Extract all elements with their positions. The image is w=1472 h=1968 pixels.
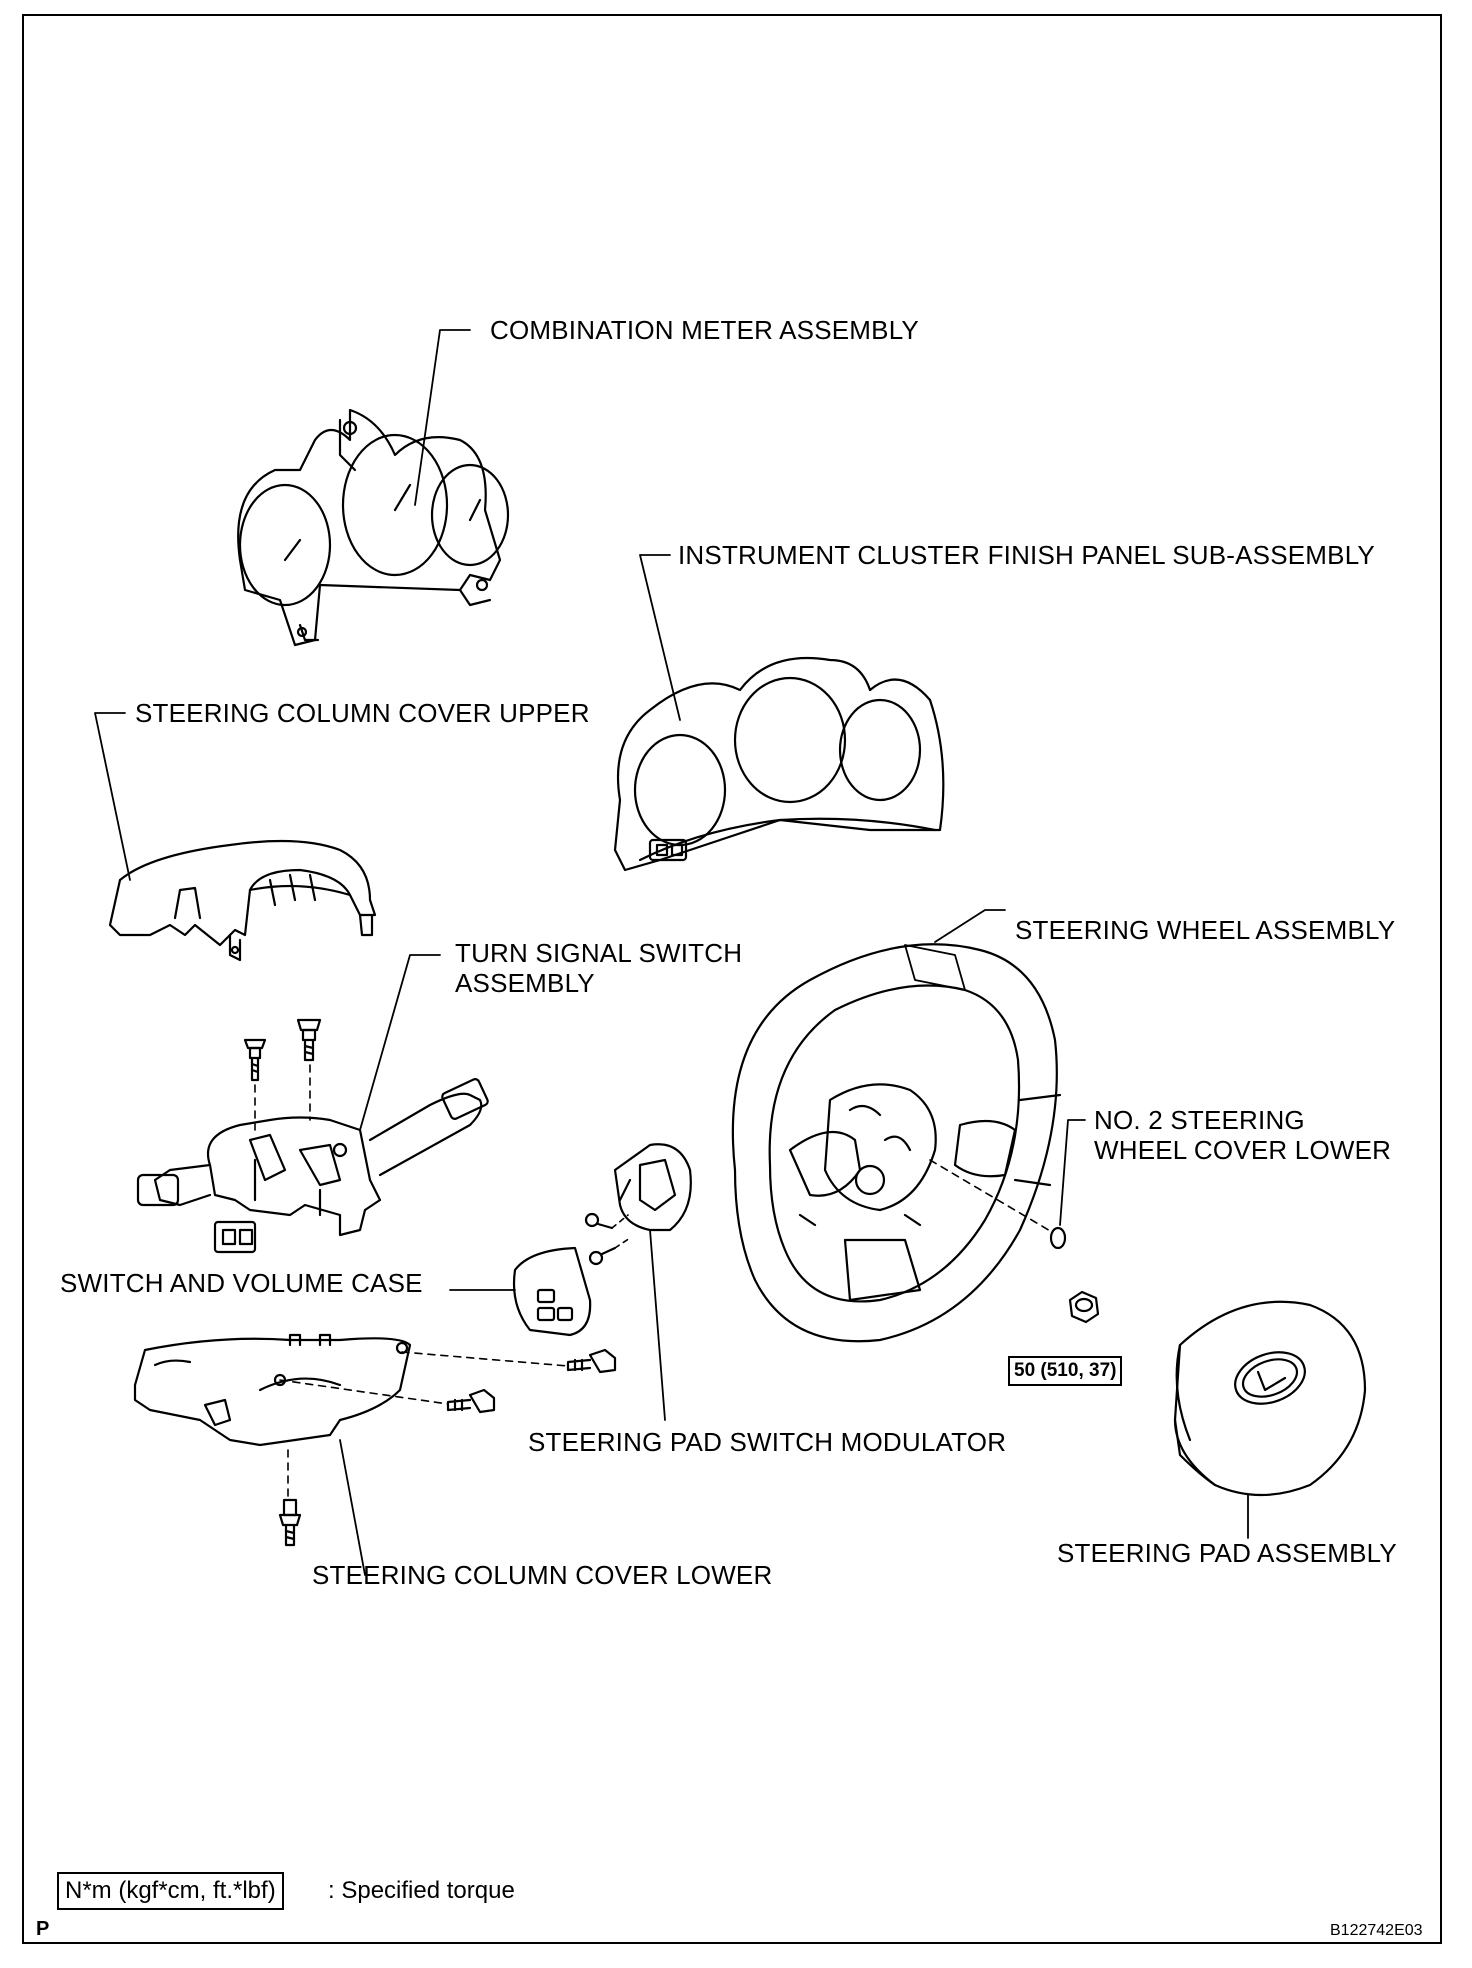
column-cover-upper-drawing	[108, 839, 377, 962]
legend-unit-box: N*m (kgf*cm, ft.*lbf)	[57, 1872, 284, 1910]
figure-code: B122742E03	[1330, 1922, 1423, 1939]
leader-steering-wheel	[934, 909, 1006, 943]
screw-5	[278, 1498, 302, 1547]
label-column-cover-upper: STEERING COLUMN COVER UPPER	[135, 698, 590, 728]
label-combination-meter: COMBINATION METER ASSEMBLY	[490, 315, 919, 345]
column-cover-lower-drawing	[133, 1333, 412, 1447]
leader-column-cover-lower	[339, 1439, 366, 1576]
dashed-guide-lower	[279, 1351, 569, 1499]
screw-1	[243, 1038, 267, 1082]
instrument-cluster-panel-drawing	[613, 656, 945, 872]
torque-spec-box: 50 (510, 37)	[1008, 1356, 1123, 1386]
dashed-guide-modulator	[611, 1214, 631, 1249]
screw-3	[566, 1348, 617, 1374]
screw-4	[446, 1388, 496, 1414]
label-steering-pad: STEERING PAD ASSEMBLY	[1057, 1538, 1397, 1568]
small-screw-1	[584, 1212, 614, 1230]
turn-signal-switch-drawing	[136, 1078, 489, 1254]
dashed-guide-wheel	[929, 1159, 1053, 1233]
nut-drawing	[1068, 1290, 1100, 1324]
leader-column-cover-upper	[94, 712, 131, 881]
leader-instrument-cluster	[639, 554, 681, 721]
small-screw-2	[588, 1246, 617, 1266]
label-no2-cover-lower: NO. 2 STEERING WHEEL COVER LOWER	[1094, 1105, 1392, 1165]
label-pad-switch-modulator: STEERING PAD SWITCH MODULATOR	[528, 1427, 1007, 1457]
leader-combination-meter	[414, 329, 471, 506]
label-steering-wheel: STEERING WHEEL ASSEMBLY	[1015, 915, 1396, 945]
steering-wheel-drawing	[731, 943, 1062, 1343]
steering-pad-drawing	[1173, 1300, 1367, 1497]
leader-no2-cover	[1059, 1119, 1086, 1226]
corner-letter: P	[36, 1918, 50, 1940]
label-column-cover-lower: STEERING COLUMN COVER LOWER	[312, 1560, 773, 1590]
combination-meter-drawing	[237, 408, 510, 647]
diagram-frame	[22, 14, 1442, 1944]
leader-turn-signal	[359, 954, 441, 1131]
label-instrument-cluster: INSTRUMENT CLUSTER FINISH PANEL SUB-ASSE…	[678, 540, 1375, 570]
pad-switch-modulator-drawing	[613, 1143, 692, 1232]
no2-cover-lower-drawing	[1049, 1226, 1067, 1250]
leader-pad-switch-modulator	[649, 1229, 666, 1421]
switch-volume-case-drawing	[512, 1246, 592, 1337]
legend-description: : Specified torque	[328, 1877, 515, 1904]
label-turn-signal-switch: TURN SIGNAL SWITCH ASSEMBLY	[455, 938, 743, 998]
dashed-guide	[254, 1064, 311, 1131]
label-switch-volume-case: SWITCH AND VOLUME CASE	[60, 1268, 423, 1298]
screw-2	[296, 1018, 322, 1062]
